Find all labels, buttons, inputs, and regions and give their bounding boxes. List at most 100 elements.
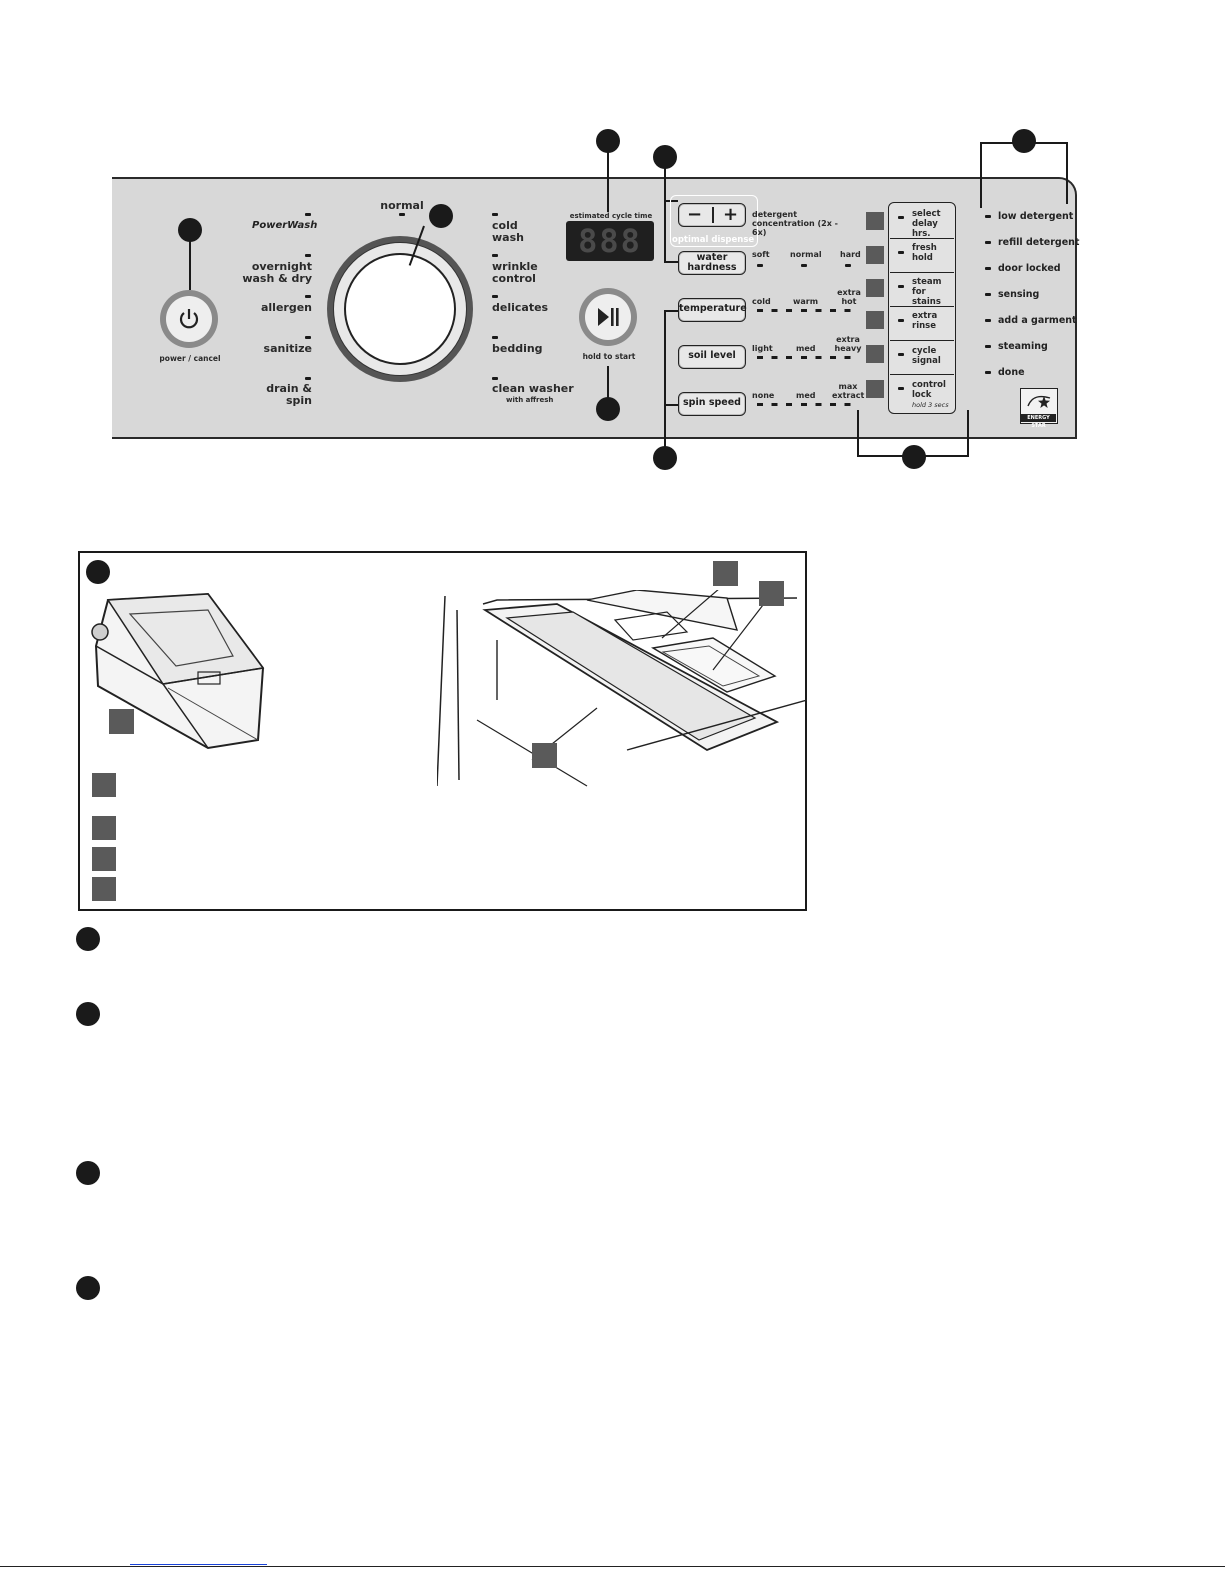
detergent-concentration-button[interactable]: − + [678, 203, 746, 227]
cycle-clean-washer[interactable]: clean washer [492, 382, 574, 395]
cartridge-key [109, 709, 134, 734]
status-led [985, 241, 991, 244]
level-led [757, 264, 763, 267]
legend-key-2 [92, 816, 116, 840]
divider [712, 207, 714, 223]
temperature-button[interactable]: temperature [678, 298, 747, 322]
level-leds-spin [757, 403, 853, 406]
options-panel [888, 202, 956, 414]
cycle-led [305, 295, 311, 298]
level-max-extract: max extract [832, 382, 865, 400]
power-button[interactable] [160, 290, 218, 348]
cycle-normal[interactable]: normal [380, 199, 424, 212]
status-led [985, 215, 991, 218]
option-key [866, 311, 884, 329]
status-led [985, 267, 991, 270]
cycle-wrinkle-control[interactable]: wrinkle control [492, 260, 538, 285]
level-led [801, 264, 807, 267]
power-label: power / cancel [159, 354, 221, 363]
leader-line [607, 366, 609, 398]
level-leds-soil [757, 356, 853, 359]
plus-icon: + [723, 204, 739, 225]
option-key [866, 380, 884, 398]
power-icon [179, 309, 199, 329]
level-light: light [752, 344, 773, 353]
cycle-time-display: 888 [566, 221, 654, 261]
start-pause-button[interactable] [579, 288, 637, 346]
leader-line [664, 404, 678, 406]
drawer-key-top [713, 561, 738, 586]
cycle-sanitize[interactable]: sanitize [263, 342, 312, 355]
energy-star-text: ENERGY STAR [1021, 414, 1056, 429]
status-led [985, 371, 991, 374]
leader-line [967, 410, 969, 456]
status-steaming: steaming [998, 341, 1048, 352]
cycle-led [305, 336, 311, 339]
leader-line [664, 310, 666, 448]
callout-marker-status [1012, 129, 1036, 153]
leader-line [1066, 142, 1068, 204]
dial-knob [344, 253, 456, 365]
cycle-bedding[interactable]: bedding [492, 342, 543, 355]
spin-speed-button[interactable]: spin speed [678, 392, 746, 416]
cycle-led [492, 254, 498, 257]
leader-line [664, 310, 678, 312]
level-med: med [796, 391, 816, 400]
optimal-dispense-label: optimal dispense [672, 235, 755, 245]
callout-marker-options [902, 445, 926, 469]
option-control-lock[interactable]: control lock hold 3 secs [890, 374, 954, 413]
start-label: hold to start [582, 352, 636, 361]
level-extra-hot: extra hot [837, 288, 861, 306]
callout-marker-section-d [76, 1276, 100, 1300]
option-key [866, 212, 884, 230]
drawer-key-bottom [532, 743, 557, 768]
callout-marker-section-b [76, 1002, 100, 1026]
option-select-delay[interactable]: select delay hrs. [890, 204, 954, 239]
drawer-key-right [759, 581, 784, 606]
cycle-overnight-wash-dry[interactable]: overnight wash & dry [242, 260, 312, 285]
leader-line [664, 200, 678, 202]
option-steam-for-stains[interactable]: steam for stains [890, 272, 954, 307]
cycle-selector-dial[interactable] [327, 236, 473, 382]
cycle-led [492, 295, 498, 298]
cycle-led [305, 213, 311, 216]
cycle-led [305, 254, 311, 257]
option-extra-rinse[interactable]: extra rinse [890, 306, 954, 341]
cycle-drain-spin[interactable]: drain & spin [266, 382, 312, 407]
option-key [866, 345, 884, 363]
star-icon [1027, 395, 1051, 408]
leader-line [664, 261, 678, 263]
option-key [866, 246, 884, 264]
callout-marker-modifiers [653, 446, 677, 470]
status-refill-detergent: refill detergent [998, 237, 1080, 248]
water-hardness-button[interactable]: water hardness [678, 251, 746, 275]
dispenser-section [78, 551, 807, 911]
callout-marker-dial [429, 204, 453, 228]
leader-line [607, 152, 609, 212]
level-leds-temperature [757, 309, 853, 312]
level-hard: hard [840, 250, 861, 259]
option-cycle-signal[interactable]: cycle signal [890, 340, 954, 375]
status-add-a-garment: add a garment [998, 315, 1077, 326]
cycle-delicates[interactable]: delicates [492, 301, 549, 314]
status-sensing: sensing [998, 289, 1040, 300]
legend-key-1 [92, 773, 116, 797]
footer-link-underline[interactable] [130, 1564, 267, 1565]
callout-marker-dispense [653, 145, 677, 169]
level-soft: soft [752, 250, 770, 259]
option-fresh-hold[interactable]: fresh hold [890, 238, 954, 273]
status-led [985, 345, 991, 348]
footer-rule [0, 1566, 1225, 1567]
cycle-led [492, 336, 498, 339]
play-pause-icon [598, 308, 619, 326]
cycle-powerwash[interactable]: PowerWash [252, 220, 318, 231]
callout-marker-dispenser [86, 560, 110, 584]
soil-level-button[interactable]: soil level [678, 345, 746, 369]
leader-line [857, 410, 859, 456]
level-med: med [796, 344, 816, 353]
level-none: none [752, 391, 775, 400]
cycle-cold-wash[interactable]: cold wash [492, 219, 524, 244]
dispenser-drawer-illustration [437, 590, 807, 787]
cycle-allergen[interactable]: allergen [260, 301, 312, 314]
legend-key-3 [92, 847, 116, 871]
